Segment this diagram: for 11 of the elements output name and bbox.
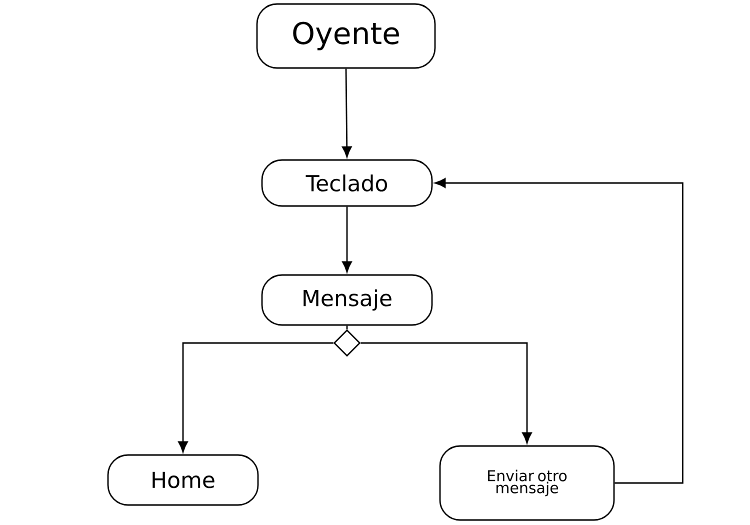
rounded-box: Oyente — [256, 3, 436, 69]
rounded-box: Mensaje — [261, 274, 433, 326]
connector-line — [346, 326, 348, 330]
arrow — [178, 342, 334, 452]
arrow — [360, 342, 532, 444]
rounded-box: Home — [107, 454, 259, 506]
rounded-box: Enviar otro mensaje — [439, 445, 615, 521]
arrow — [434, 178, 684, 484]
arrow — [342, 206, 352, 272]
arrow — [342, 68, 352, 158]
rounded-box: Teclado — [261, 159, 433, 207]
